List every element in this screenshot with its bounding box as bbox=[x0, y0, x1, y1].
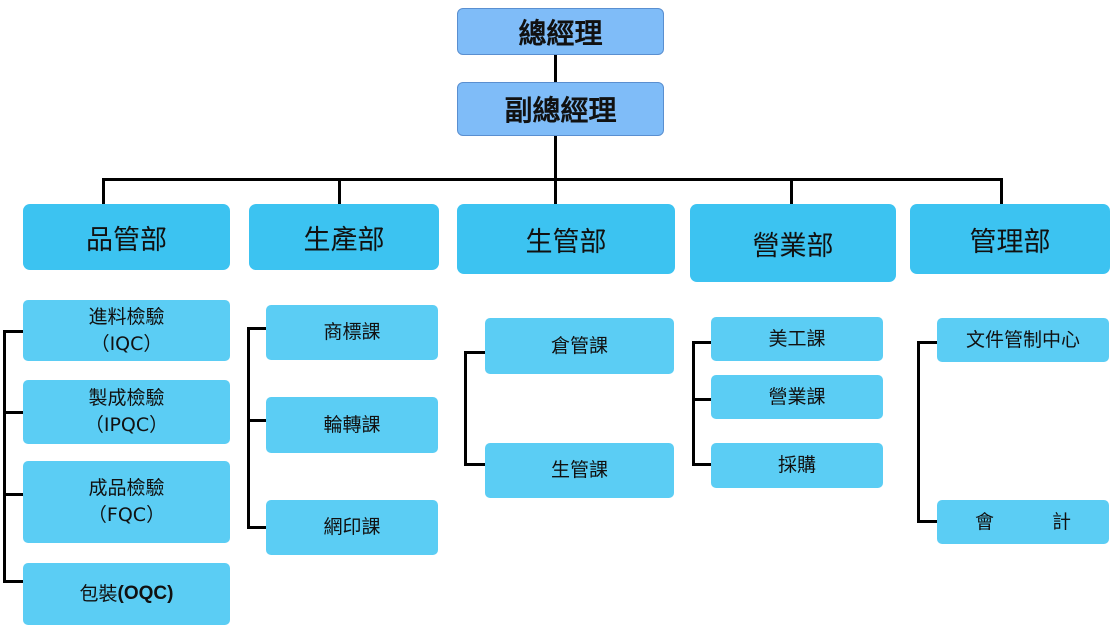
unit-production-2-box: 輪轉課 bbox=[266, 397, 438, 453]
unit-doc-control-label: 文件管制中心 bbox=[965, 328, 1080, 351]
dept-production-control-label: 生管部 bbox=[525, 226, 607, 258]
connector-deputy-trunk bbox=[554, 136, 557, 180]
unit-fqc-box: 成品檢驗 （FQC） bbox=[23, 461, 230, 543]
unit-accounting-box: 會 計 bbox=[937, 500, 1109, 544]
bracket-quality-vertical bbox=[3, 330, 6, 583]
unit-sales-2-label: 營業課 bbox=[768, 385, 826, 408]
dept-production-label: 生產部 bbox=[303, 224, 385, 256]
unit-sales-1-box: 美工課 bbox=[711, 317, 883, 361]
bracket-quality-tick-oqc bbox=[3, 580, 23, 583]
bracket-production-control-vertical bbox=[464, 351, 467, 466]
bracket-quality-tick-iqc bbox=[3, 330, 23, 333]
bracket-production-vertical bbox=[247, 327, 250, 529]
unit-accounting-label-left: 會 bbox=[975, 510, 995, 533]
bracket-sales-tick-2 bbox=[692, 398, 712, 401]
bracket-production-control-tick-1 bbox=[464, 351, 486, 354]
unit-production-control-1-label: 倉管課 bbox=[550, 334, 608, 357]
unit-oqc-name: 包裝 bbox=[79, 582, 118, 605]
unit-production-3-label: 網印課 bbox=[323, 516, 381, 539]
unit-fqc-name: 成品檢驗 bbox=[88, 477, 165, 500]
deputy-general-manager-box: 副總經理 bbox=[457, 82, 664, 136]
unit-ipqc-code: （IPQC） bbox=[84, 414, 169, 436]
dept-sales-label: 營業部 bbox=[752, 230, 834, 262]
connector-drop-management bbox=[1000, 178, 1003, 205]
bracket-sales-tick-3 bbox=[692, 463, 712, 466]
unit-sales-1-label: 美工課 bbox=[768, 327, 826, 350]
unit-oqc-code: (OQC) bbox=[117, 582, 174, 604]
general-manager-box: 總經理 bbox=[457, 8, 664, 55]
connector-dept-bus bbox=[102, 178, 1003, 181]
unit-production-control-2-label: 生管課 bbox=[550, 459, 608, 482]
connector-gm-deputy bbox=[554, 54, 557, 82]
dept-sales-box: 營業部 bbox=[690, 204, 896, 282]
connector-drop-quality bbox=[102, 178, 105, 205]
dept-management-label: 管理部 bbox=[969, 226, 1051, 258]
dept-quality-box: 品管部 bbox=[23, 204, 230, 270]
unit-ipqc-name: 製成檢驗 bbox=[88, 387, 165, 410]
bracket-production-control-tick-2 bbox=[464, 463, 486, 466]
unit-sales-3-label: 採購 bbox=[777, 454, 816, 477]
dept-management-box: 管理部 bbox=[910, 204, 1110, 274]
unit-production-1-label: 商標課 bbox=[323, 321, 381, 344]
connector-drop-production-control bbox=[554, 178, 557, 205]
unit-doc-control-box: 文件管制中心 bbox=[937, 318, 1109, 362]
connector-drop-sales bbox=[790, 178, 793, 205]
bracket-production-tick-1 bbox=[247, 327, 267, 330]
bracket-quality-tick-ipqc bbox=[3, 411, 23, 414]
bracket-production-tick-2 bbox=[247, 419, 267, 422]
unit-accounting-label-right: 計 bbox=[1051, 510, 1071, 533]
general-manager-label: 總經理 bbox=[518, 16, 603, 50]
connector-drop-production bbox=[338, 178, 341, 205]
unit-iqc-box: 進料檢驗 （IQC） bbox=[23, 300, 230, 361]
bracket-management-vertical bbox=[917, 341, 920, 523]
unit-production-1-box: 商標課 bbox=[266, 305, 438, 360]
unit-ipqc-box: 製成檢驗 （IPQC） bbox=[23, 380, 230, 444]
unit-iqc-code: （IQC） bbox=[90, 332, 163, 355]
bracket-sales-tick-1 bbox=[692, 341, 712, 344]
unit-production-control-2-box: 生管課 bbox=[485, 443, 674, 498]
dept-quality-label: 品管部 bbox=[86, 224, 167, 256]
bracket-management-tick-2 bbox=[917, 520, 938, 523]
bracket-management-tick-1 bbox=[917, 341, 938, 344]
dept-production-box: 生產部 bbox=[249, 204, 439, 270]
bracket-quality-tick-fqc bbox=[3, 493, 23, 496]
unit-oqc-box: 包裝(OQC) bbox=[23, 563, 230, 625]
unit-sales-3-box: 採購 bbox=[711, 443, 883, 488]
unit-production-3-box: 網印課 bbox=[266, 500, 438, 555]
unit-production-2-label: 輪轉課 bbox=[323, 413, 381, 436]
unit-fqc-code: （FQC） bbox=[87, 504, 166, 526]
bracket-production-tick-3 bbox=[247, 526, 267, 529]
deputy-general-manager-label: 副總經理 bbox=[504, 94, 617, 127]
unit-sales-2-box: 營業課 bbox=[711, 375, 883, 419]
dept-production-control-box: 生管部 bbox=[457, 204, 675, 274]
unit-production-control-1-box: 倉管課 bbox=[485, 318, 674, 374]
bracket-sales-vertical bbox=[692, 341, 695, 466]
unit-iqc-name: 進料檢驗 bbox=[88, 305, 165, 328]
